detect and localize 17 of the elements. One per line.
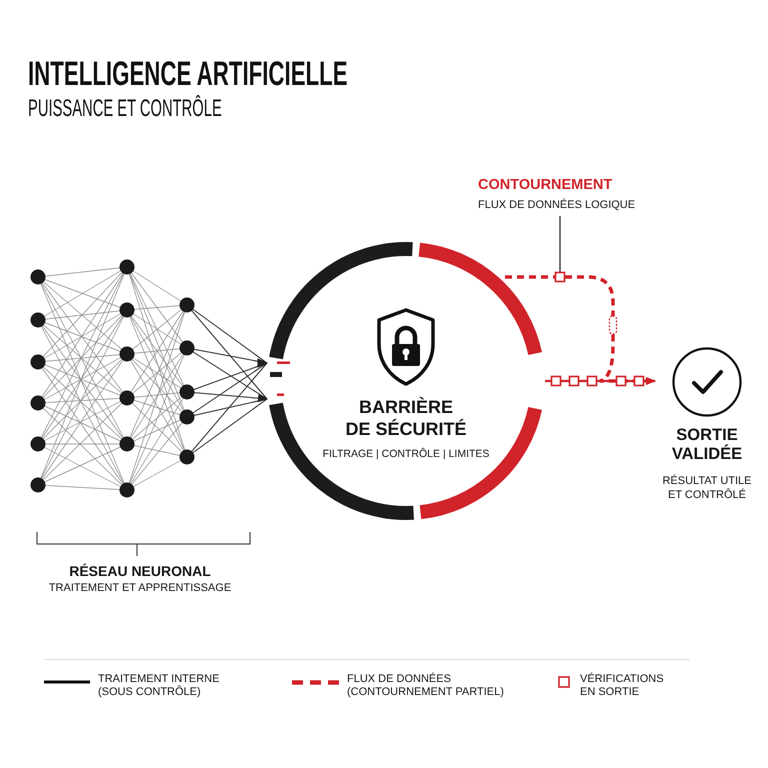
node-heading: BARRIÈRE DE SÉCURITÉ bbox=[345, 397, 467, 439]
section-heading: RÉSEAU NEURONAL bbox=[69, 563, 211, 579]
dashed-arrow bbox=[505, 275, 656, 385]
legend-text: FLUX DE DONNÉES (CONTOURNEMENT PARTIEL) bbox=[347, 673, 504, 698]
callout-heading: CONTOURNEMENT bbox=[478, 177, 612, 193]
leader-line bbox=[559, 216, 561, 272]
arrow bbox=[545, 377, 656, 385]
node-caption: FILTRAGE | CONTRÔLE | LIMITES bbox=[322, 448, 490, 460]
arrow bbox=[252, 352, 268, 410]
subtitle: PUISSANCE ET CONTRÔLE bbox=[28, 95, 222, 122]
legend-text: VÉRIFICATIONS EN SORTIE bbox=[580, 673, 664, 698]
node-heading: SORTIE VALIDÉE bbox=[672, 426, 742, 463]
diagram-title: INTELLIGENCE ARTIFICIELLE bbox=[28, 55, 348, 93]
node-caption: RÉSULTAT UTILE ET CONTRÔLÉ bbox=[662, 475, 752, 501]
section-caption: TRAITEMENT ET APPRENTISSAGE bbox=[48, 582, 232, 594]
legend-text: TRAITEMENT INTERNE (SOUS CONTRÔLE) bbox=[98, 673, 220, 698]
callout-text: FLUX DE DONNÉES LOGIQUE bbox=[478, 199, 636, 211]
